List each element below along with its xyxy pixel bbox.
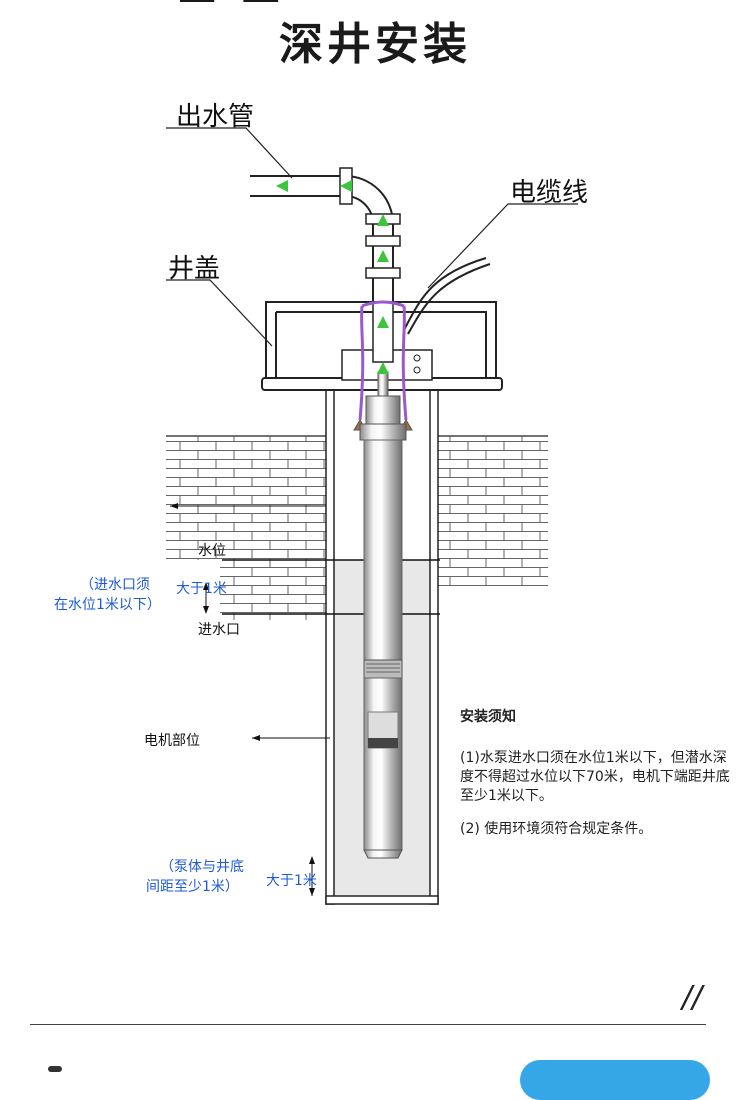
installation-notes: 安装须知 (1)水泵进水口须在水位1米以下，但潜水深度不得超过水位以下70米，电… (460, 708, 730, 853)
next-section-pill (520, 1060, 710, 1100)
well-installation-diagram (166, 127, 578, 905)
bottom-note-line1: （泵体与井底 (160, 859, 244, 875)
bottom-note-line2: 间距至少1米） (146, 879, 239, 895)
flow-arrows (276, 180, 389, 374)
inlet-note-line2: 在水位1米以下） (54, 597, 161, 613)
top-cut-title-fragment: ▔▔ ▔▔ ▔▔ (180, 0, 570, 2)
motor-label: 电机部位 (144, 733, 200, 749)
well-cover-label: 井盖 (168, 254, 221, 284)
decor-slashes: // (682, 980, 703, 1015)
notes-item-2: (2) 使用环境须符合规定条件。 (460, 821, 653, 837)
water-level-label: 水位 (198, 543, 226, 559)
callout-leaders (166, 127, 578, 347)
notes-heading: 安装须知 (460, 709, 516, 725)
hanging-ropes (353, 300, 413, 431)
cable (403, 257, 491, 335)
cable-label: 电缆线 (510, 178, 589, 208)
section-divider (30, 1024, 706, 1025)
inlet-label: 进水口 (198, 622, 240, 638)
ground-left (166, 435, 326, 640)
greater-1m-top-label: 大于1米 (176, 581, 227, 597)
greater-1m-bottom-label: 大于1米 (266, 873, 317, 889)
next-section-dot (48, 1066, 62, 1072)
level-lines (170, 503, 440, 896)
page-title: 深井安装 (279, 19, 471, 70)
notes-item-1: (1)水泵进水口须在水位1米以下，但潜水深度不得超过水位以下70米，电机下端距井… (460, 750, 730, 804)
inlet-note-line1: （进水口须 (80, 577, 150, 593)
ground-right (438, 435, 548, 586)
submersible-pump (359, 371, 407, 859)
outlet-pipe-label: 出水管 (176, 102, 255, 132)
